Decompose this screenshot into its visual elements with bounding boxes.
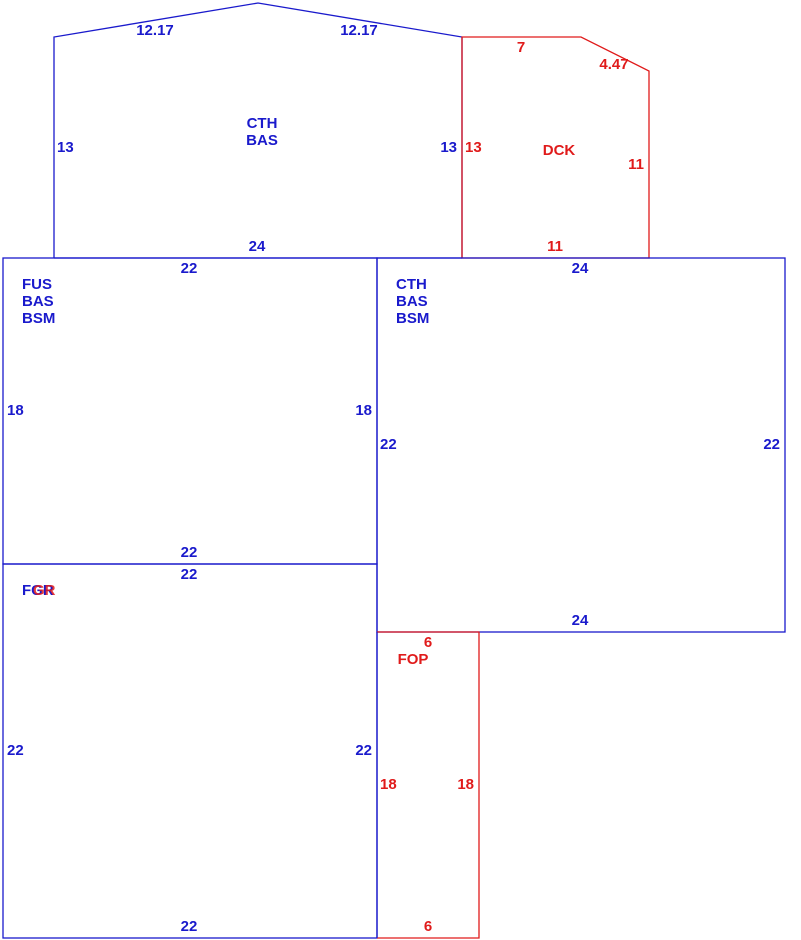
- fgr-code-overlap: GR: [33, 582, 56, 599]
- fop-outline: [377, 631, 480, 939]
- deck-outline: [461, 36, 650, 259]
- deck-diagonal-dim: 4.47: [599, 56, 628, 73]
- fop-left-dim: 18: [380, 776, 397, 793]
- cth-top-left-dim: 13: [57, 139, 74, 156]
- cth-top-code-1: CTH: [247, 115, 278, 132]
- fgr-right-dim: 22: [355, 742, 372, 759]
- deck-bottom-dim: 11: [547, 238, 563, 255]
- fus-upper-outline: [2, 257, 378, 565]
- cth-top-bottom-dim: 24: [249, 238, 266, 255]
- fgr-top-dim: 22: [181, 566, 198, 583]
- fgr-left-dim: 22: [7, 742, 24, 759]
- cth-right-code-2: BAS: [396, 293, 428, 310]
- fus-upper-code-1: FUS: [22, 276, 52, 293]
- cth-right-outline: [376, 257, 786, 633]
- cth-right-right-dim: 22: [763, 436, 780, 453]
- fgr-code: FGR: [22, 582, 54, 599]
- fus-upper-code-2: BAS: [22, 293, 54, 310]
- fop-code: FOP: [398, 651, 429, 668]
- fus-upper-top-dim: 22: [181, 260, 198, 277]
- fus-upper-left-dim: 18: [7, 402, 24, 419]
- cth-top-roof-right-dim: 12.17: [340, 22, 378, 39]
- cth-right-bottom-dim: 24: [572, 612, 589, 629]
- fus-upper-bottom-dim: 22: [181, 544, 198, 561]
- cth-right-code-3: BSM: [396, 310, 429, 327]
- cth-right-left-dim: 22: [380, 436, 397, 453]
- fgr-bottom-dim: 22: [181, 918, 198, 935]
- deck-code: DCK: [543, 142, 576, 159]
- cth-top-code-2: BAS: [246, 132, 278, 149]
- fop-bottom-dim: 6: [424, 918, 432, 935]
- fop-top-dim: 6: [424, 634, 432, 651]
- cth-top-right-dim: 13: [440, 139, 457, 156]
- cth-right-code-1: CTH: [396, 276, 427, 293]
- cth-top-roof-left-dim: 12.17: [136, 22, 174, 39]
- cth-right-top-dim: 24: [572, 260, 589, 277]
- deck-right-dim: 11: [628, 156, 644, 173]
- deck-top-dim: 7: [517, 39, 525, 56]
- fus-upper-code-3: BSM: [22, 310, 55, 327]
- fgr-outline: [2, 563, 378, 939]
- deck-left-dim: 13: [465, 139, 482, 156]
- fop-right-dim: 18: [457, 776, 474, 793]
- fus-upper-right-dim: 18: [355, 402, 372, 419]
